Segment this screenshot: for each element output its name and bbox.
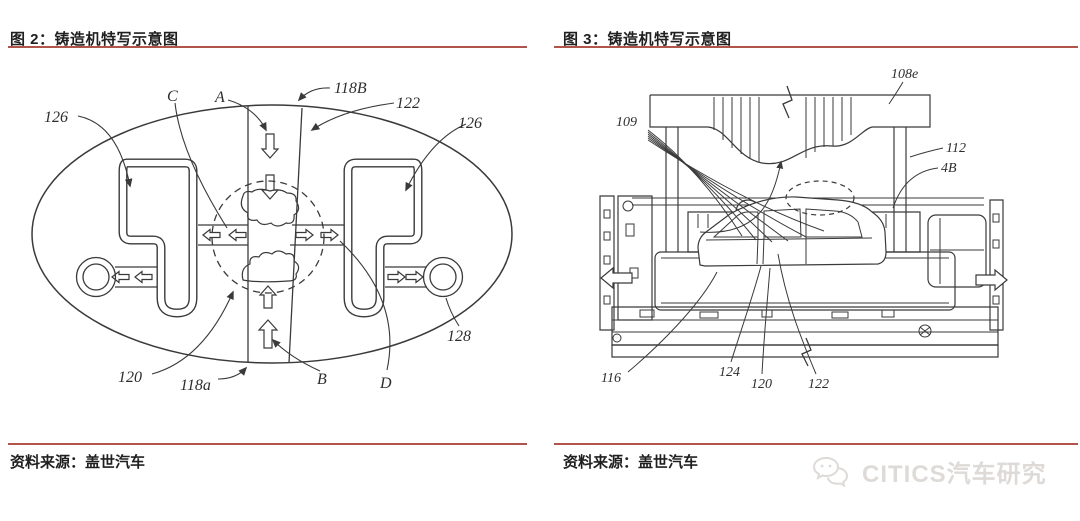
ref-label-124: 124 (719, 365, 740, 380)
car-body-profile (698, 197, 886, 266)
ref-label-112: 112 (946, 141, 966, 156)
ref-label-4B: 4B (941, 161, 957, 176)
down-arrow (262, 175, 278, 199)
right-arrow (406, 272, 423, 283)
left-arrow (601, 268, 632, 288)
dashed-detail-circle (212, 181, 324, 293)
ref-label-118a: 118a (180, 377, 211, 394)
ref-label-A: A (214, 89, 225, 106)
right-overflow-ring (424, 258, 463, 297)
left-arrow (112, 272, 129, 283)
up-arrow (259, 320, 277, 348)
down-arrow (262, 134, 278, 158)
figure2-source: 资料来源：盖世汽车 (10, 454, 146, 471)
molten-metal-clouds (241, 189, 298, 282)
figure3-title: 图 3：铸造机特写示意图 (563, 31, 732, 48)
figure2-drawing: 126 C A 118B 122 126 128 120 118a B D (15, 80, 530, 394)
mold-plate-ellipse (32, 105, 512, 363)
flow-arrows (112, 134, 423, 348)
ref-label-D: D (379, 375, 392, 392)
wechat-chat-bubbles-icon (812, 455, 856, 489)
ref-label-122: 122 (396, 95, 420, 112)
runner-channels (115, 225, 426, 287)
ref-label-B: B (317, 371, 327, 388)
left-overflow-ring (77, 258, 116, 297)
figure2-title: 图 2：铸造机特写示意图 (10, 31, 179, 48)
ref-label-120: 120 (751, 377, 772, 392)
left-arrow (135, 272, 152, 283)
watermark: CITICS汽车研究 (812, 454, 1047, 489)
ref-label-120: 120 (118, 369, 142, 386)
figure3-source: 资料来源：盖世汽车 (563, 454, 699, 471)
ref-label-109: 109 (616, 115, 637, 130)
top-crossbeam (650, 86, 930, 164)
base-platform (612, 307, 998, 366)
figure2-title-rule (8, 46, 527, 48)
figure2-source-rule (8, 443, 527, 445)
left-runner-loop (123, 163, 193, 313)
center-sprue-band (248, 106, 302, 363)
figure3-drawing: 108e 109 112 4B 116 124 120 122 (560, 67, 1010, 392)
watermark-text: CITICS汽车研究 (862, 461, 1047, 488)
left-rail (600, 196, 652, 330)
left-arrow (203, 230, 220, 241)
figure3-leaders (628, 82, 943, 374)
right-arrow (296, 230, 313, 241)
ref-label-128: 128 (447, 328, 471, 345)
left-arrow (229, 230, 246, 241)
ref-label-126-right: 126 (458, 115, 482, 132)
right-runner-loop (348, 163, 418, 313)
ref-label-126-left: 126 (44, 109, 68, 126)
up-arrow (260, 286, 276, 308)
right-rail (928, 200, 1007, 330)
dashed-detail-ellipse (786, 181, 854, 215)
right-arrow (321, 230, 338, 241)
break-symbol (783, 86, 792, 118)
tie-bars (666, 127, 906, 252)
ref-label-122: 122 (808, 377, 829, 392)
figure3-title-rule (554, 46, 1078, 48)
ref-label-C: C (167, 88, 178, 105)
ref-label-118B: 118B (334, 80, 367, 97)
ref-label-108e: 108e (891, 67, 918, 82)
right-arrow (976, 270, 1007, 290)
right-arrow (388, 272, 405, 283)
figure2-leaders (78, 88, 466, 379)
figure3-source-rule (554, 443, 1078, 445)
ref-label-116: 116 (601, 371, 621, 386)
